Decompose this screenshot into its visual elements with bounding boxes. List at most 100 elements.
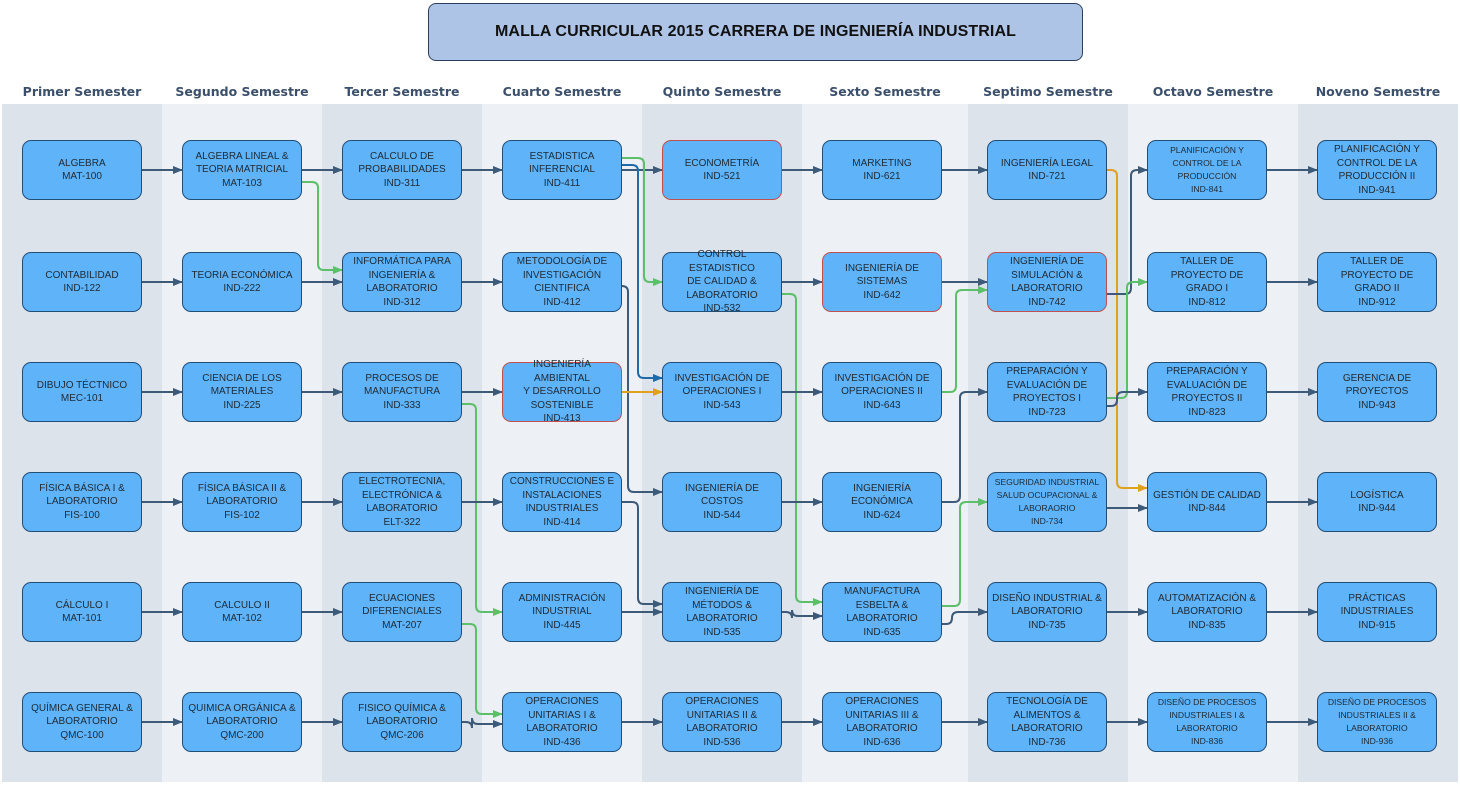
course-box[interactable]: SEGURIDAD INDUSTRIAL SALUD OCUPACIONAL &… xyxy=(987,472,1107,532)
course-name: CÁLCULO I xyxy=(55,599,109,611)
course-code: IND-412 xyxy=(543,296,581,308)
course-code: IND-943 xyxy=(1358,399,1396,411)
course-box[interactable]: PLANIFICACIÓN Y CONTROL DE LA PRODUCCIÓN… xyxy=(1317,140,1437,200)
course-name: INGENIERÍA DE COSTOS xyxy=(685,482,759,508)
course-box[interactable]: ELECTROTECNIA, ELECTRÓNICA & LABORATORIO… xyxy=(342,472,462,532)
course-code: IND-812 xyxy=(1188,296,1226,308)
semester-header: Quinto Semestre xyxy=(662,84,782,99)
course-code: IND-411 xyxy=(543,177,581,189)
semester-header: Primer Semester xyxy=(22,84,142,99)
course-name: INVESTIGACIÓN DE OPERACIONES I xyxy=(674,372,770,398)
course-code: QMC-206 xyxy=(380,729,424,741)
course-box[interactable]: CONTROL ESTADISTICO DE CALIDAD & LABORAT… xyxy=(662,249,782,314)
semester-header: Noveno Semestre xyxy=(1315,84,1441,99)
course-code: IND-436 xyxy=(543,736,581,748)
course-box[interactable]: CÁLCULO I MAT-101 xyxy=(22,582,142,642)
course-code: IND-311 xyxy=(383,177,421,189)
course-code: IND-642 xyxy=(863,289,901,301)
course-box[interactable]: PLANIFICACIÓN Y CONTROL DE LA PRODUCCIÓN… xyxy=(1147,140,1267,200)
course-box[interactable]: CONSTRUCCIONES E INSTALACIONES INDUSTRIA… xyxy=(502,472,622,532)
course-box[interactable]: DISEÑO DE PROCESOS INDUSTRIALES II & LAB… xyxy=(1317,692,1437,752)
course-name: INGENIERÍA DE SIMULACIÓN & LABORATORIO xyxy=(1010,256,1084,294)
course-code: MAT-101 xyxy=(62,613,102,624)
course-name: INGENIERÍA LEGAL xyxy=(1000,157,1094,169)
course-name: CALCULO II xyxy=(214,599,270,611)
course-code: IND-635 xyxy=(863,626,901,638)
semester-column-bg xyxy=(802,104,968,782)
semester-column-bg xyxy=(322,104,482,782)
course-code: IND-122 xyxy=(63,283,101,294)
course-name: PROCESOS DE MANUFACTURA xyxy=(363,372,441,398)
course-name: ALGEBRA LINEAL & TEORIA MATRICIAL xyxy=(195,150,289,176)
course-code: QMC-100 xyxy=(60,729,104,741)
course-box[interactable]: CONTABILIDAD IND-122 xyxy=(22,252,142,312)
semester-header: Sexto Semestre xyxy=(829,84,941,99)
course-box[interactable]: DISEÑO DE PROCESOS INDUSTRIALES I & LABO… xyxy=(1147,692,1267,752)
course-box[interactable]: PREPARACIÓN Y EVALUACIÓN DE PROYECTOS II… xyxy=(1147,362,1267,422)
course-name: GESTIÓN DE CALIDAD xyxy=(1153,489,1261,501)
course-name: PRÁCTICAS INDUSTRIALES xyxy=(1340,592,1414,618)
course-code: IND-333 xyxy=(383,399,421,411)
course-box[interactable]: INGENIERÍA LEGAL IND-721 xyxy=(987,140,1107,200)
course-name: ELECTROTECNIA, ELECTRÓNICA & LABORATORIO xyxy=(358,476,446,514)
semester-column-bg xyxy=(482,104,642,782)
course-code: IND-912 xyxy=(1358,296,1396,308)
course-code: IND-836 xyxy=(1191,736,1223,746)
semester-column-bg xyxy=(2,104,162,782)
course-code: IND-543 xyxy=(703,399,741,411)
course-code: IND-823 xyxy=(1188,406,1226,418)
course-box[interactable]: INFORMÁTICA PARA INGENIERÍA & LABORATORI… xyxy=(342,252,462,312)
course-code: IND-721 xyxy=(1028,171,1066,182)
course-name: CONTABILIDAD xyxy=(45,269,119,281)
course-box[interactable]: MARKETING IND-621 xyxy=(822,140,942,200)
course-name: MARKETING xyxy=(852,157,912,169)
semester-header: Octavo Semestre xyxy=(1152,84,1274,99)
course-code: FIS-100 xyxy=(64,509,100,521)
course-name: ESTADISTICA INFERENCIAL xyxy=(528,150,596,176)
course-name: ADMINISTRACIÓN INDUSTRIAL xyxy=(518,592,606,618)
course-code: IND-944 xyxy=(1358,503,1396,514)
course-code: IND-621 xyxy=(863,171,901,182)
course-name: PLANIFICACIÓN Y CONTROL DE LA PRODUCCIÓN xyxy=(1170,145,1244,181)
course-box[interactable]: INGENIERÍA AMBIENTAL Y DESARROLLO SOSTEN… xyxy=(502,359,622,424)
